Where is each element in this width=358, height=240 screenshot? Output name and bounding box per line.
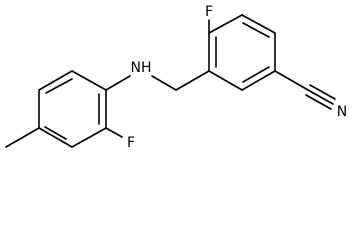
bond (208, 14, 243, 34)
structure-canvas: F N NH F (5, 4, 347, 151)
fluorine-label-top: F (205, 4, 213, 20)
bond-c-cn (274, 70, 309, 91)
bond (71, 70, 107, 91)
bond (241, 70, 276, 91)
double-bond-inner (242, 66, 270, 83)
nitrile-n-label: N (337, 104, 347, 120)
bond (208, 70, 243, 91)
bond (38, 70, 73, 91)
bond (71, 127, 107, 148)
bond-ring-ch2 (175, 70, 210, 91)
molecule-drawing: F N NH F (5, 4, 347, 151)
bond-methyl (5, 127, 40, 148)
bond-c-f-bottom (105, 127, 123, 138)
fluorine-label-bottom: F (127, 135, 135, 151)
bond-nh-ring (105, 75, 131, 91)
double-bond-inner (44, 126, 67, 140)
double-bond-inner (45, 78, 73, 94)
amine-label: NH (131, 60, 152, 76)
bond (38, 127, 73, 148)
bond-ch2-nh (151, 75, 177, 91)
triple-bond (305, 84, 336, 110)
double-bond-inner (242, 22, 270, 38)
right-benzene-ring (208, 14, 276, 91)
left-benzene-ring (38, 70, 107, 148)
bond (241, 14, 276, 34)
